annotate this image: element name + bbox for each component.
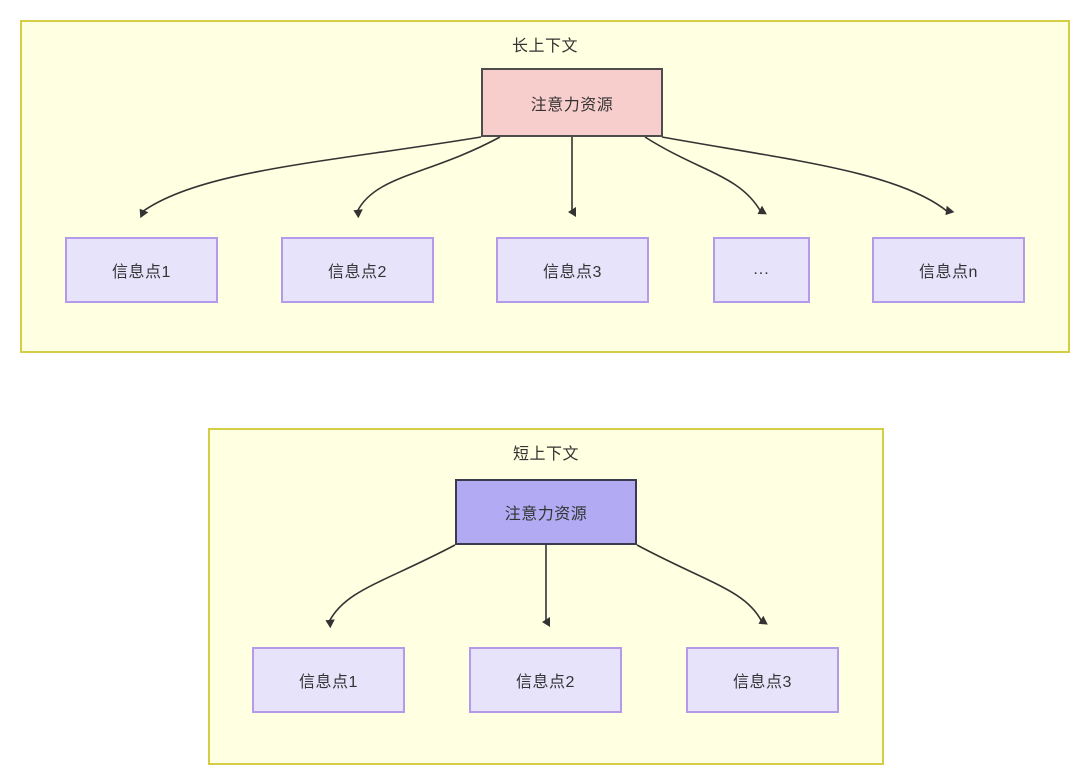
node-info-point-long-2-label: 信息点2 bbox=[328, 264, 387, 281]
node-info-point-short-1-label: 信息点1 bbox=[299, 674, 358, 691]
panel-long-context-title: 长上下文 bbox=[511, 38, 578, 55]
node-info-point-long-2[interactable]: 信息点2 bbox=[281, 237, 434, 303]
node-info-point-short-1[interactable]: 信息点1 bbox=[252, 647, 405, 713]
node-attention-resource-long[interactable]: 注意力资源 bbox=[481, 68, 663, 137]
node-info-point-long-1[interactable]: 信息点1 bbox=[65, 237, 218, 303]
node-info-point-long-3-label: 信息点3 bbox=[543, 264, 602, 281]
node-info-point-long-n[interactable]: 信息点n bbox=[872, 237, 1025, 303]
node-info-point-long-1-label: 信息点1 bbox=[112, 264, 171, 281]
node-attention-resource-short-label: 注意力资源 bbox=[504, 506, 588, 523]
node-info-point-short-3-label: 信息点3 bbox=[733, 674, 792, 691]
panel-short-context-title: 短上下文 bbox=[512, 446, 579, 463]
node-info-point-short-3[interactable]: 信息点3 bbox=[686, 647, 839, 713]
node-info-point-short-2[interactable]: 信息点2 bbox=[469, 647, 622, 713]
node-info-point-long-ellipsis[interactable]: ... bbox=[713, 237, 810, 303]
node-info-point-short-2-label: 信息点2 bbox=[516, 674, 575, 691]
node-attention-resource-long-label: 注意力资源 bbox=[530, 96, 614, 114]
node-info-point-long-n-label: 信息点n bbox=[919, 264, 978, 281]
node-info-point-long-3[interactable]: 信息点3 bbox=[496, 237, 649, 303]
node-info-point-long-ellipsis-label: ... bbox=[753, 261, 770, 278]
node-attention-resource-short[interactable]: 注意力资源 bbox=[455, 479, 637, 545]
